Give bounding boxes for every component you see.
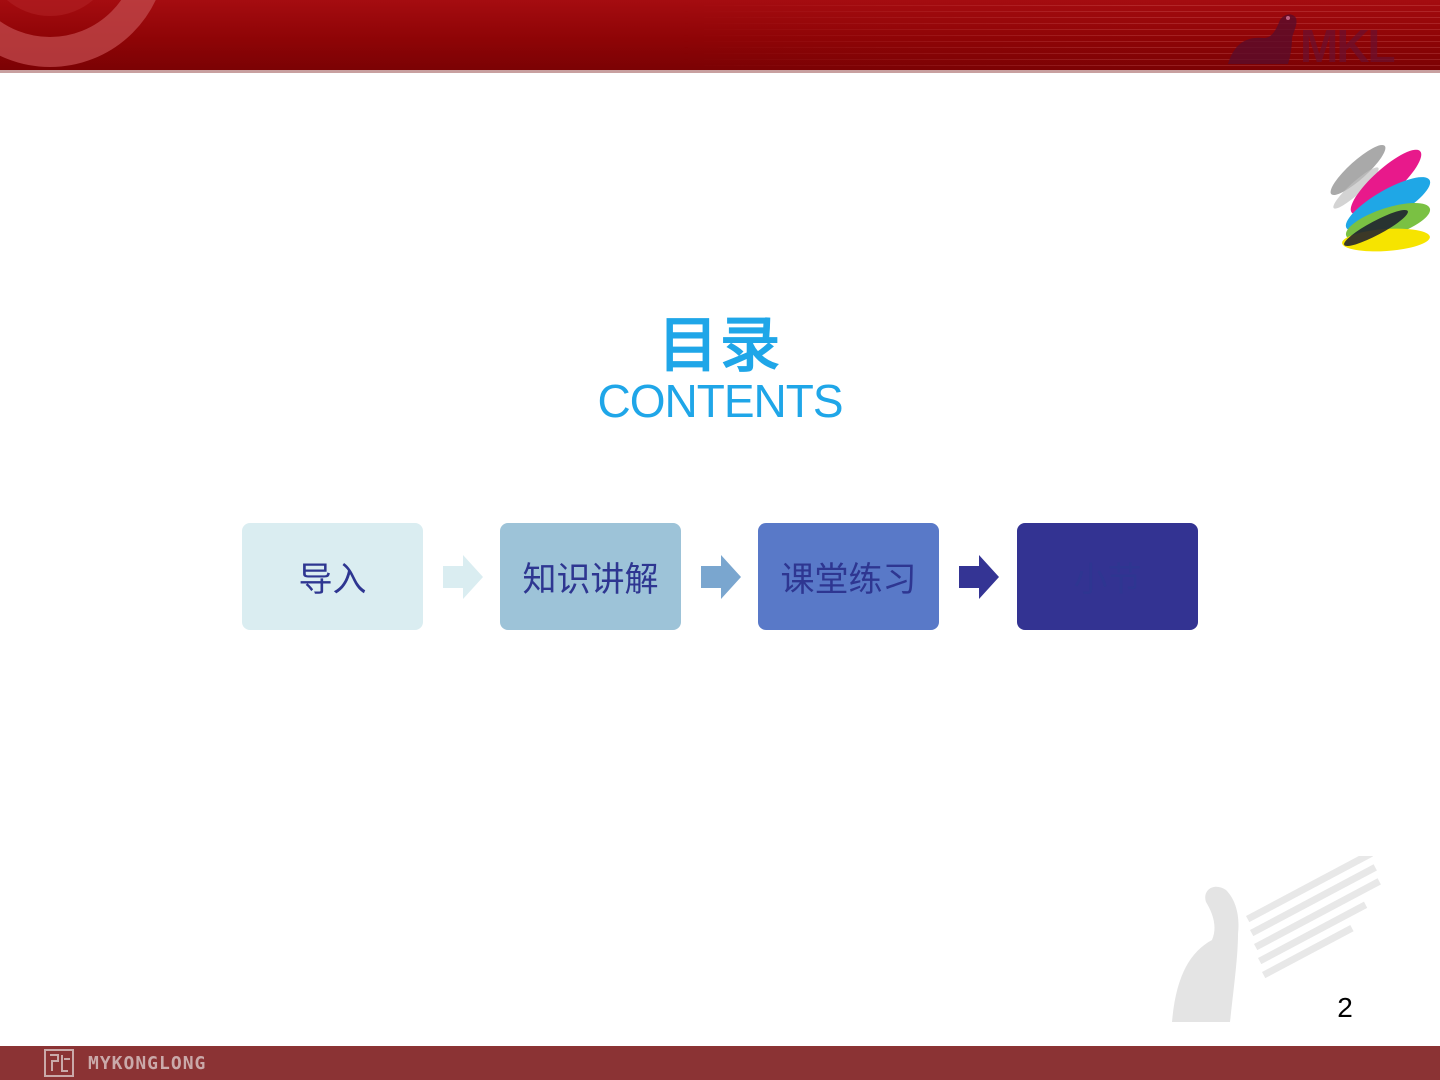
flow-step-summary[interactable]: 小节 xyxy=(1017,523,1198,630)
dinosaur-logo-icon: MKL xyxy=(1228,14,1397,68)
banner-stripes xyxy=(680,0,1440,72)
flow-step-intro[interactable]: 导入 xyxy=(242,523,423,630)
banner-divider xyxy=(0,70,1440,73)
page-subtitle: CONTENTS xyxy=(597,375,844,427)
footer-logo-icon xyxy=(44,1049,74,1077)
flow-step-label: 知识讲解 xyxy=(522,560,659,600)
footer-brand: MYKONGLONG xyxy=(88,1053,207,1074)
flow-step-label: 小节 xyxy=(1073,560,1142,600)
top-banner: MKL xyxy=(0,0,1440,72)
page-number: 2 xyxy=(1337,992,1353,1023)
dinosaur-watermark-icon xyxy=(1172,856,1381,1022)
rainbow-swirl-icon xyxy=(1330,145,1431,252)
banner-arc-decoration xyxy=(0,0,156,67)
header-logo-text: MKL xyxy=(1300,20,1395,68)
arrow-right-icon xyxy=(959,555,999,599)
page-title: 目录 xyxy=(658,311,782,381)
flow-step-label: 课堂练习 xyxy=(780,560,917,600)
arrow-right-icon xyxy=(443,555,483,599)
arrow-right-icon xyxy=(701,555,741,599)
flow-step-practice[interactable]: 课堂练习 xyxy=(758,523,939,630)
footer-bar xyxy=(0,1046,1440,1080)
flow-step-knowledge[interactable]: 知识讲解 xyxy=(500,523,681,630)
flow-step-label: 导入 xyxy=(298,560,367,600)
